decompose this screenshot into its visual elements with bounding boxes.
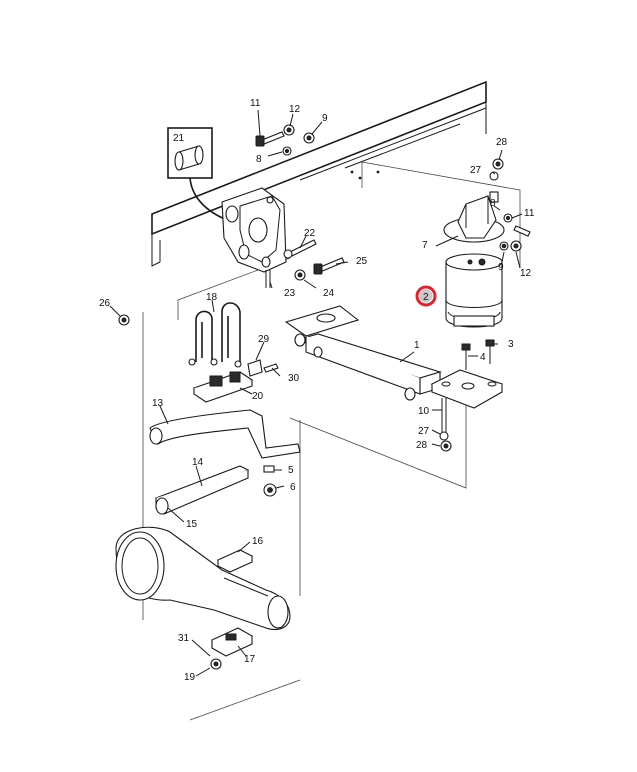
axle-housing: [115, 526, 291, 631]
callout-21: 21: [173, 133, 185, 144]
chassis-frame-rail: [151, 80, 487, 267]
callout-6: 6: [290, 482, 296, 493]
callout-28: 28: [416, 440, 428, 451]
callout-14: 14: [192, 457, 204, 468]
callout-17: 17: [244, 654, 256, 665]
callout-8: 8: [256, 154, 262, 165]
callout-27-top: 27: [470, 165, 482, 176]
callout-10: 10: [418, 406, 430, 417]
callout-23: 23: [284, 288, 296, 299]
callout-7: 7: [422, 240, 428, 251]
leader-lines: [109, 109, 523, 677]
spring-seat: [192, 359, 279, 403]
leaf-spring-14: [155, 465, 250, 515]
callout-22: 22: [304, 228, 316, 239]
callout-1: 1: [414, 340, 420, 351]
callout-30: 30: [288, 373, 300, 384]
leaf-spring-13: [149, 409, 301, 459]
u-bolts: [188, 302, 242, 368]
reference-lines: [142, 161, 521, 721]
callout-2: 2: [423, 292, 429, 303]
callout-19: 19: [184, 672, 196, 683]
callout-26: 26: [99, 298, 111, 309]
callout-labels: 11 12 9 8 21 22 25 24 23 28 27 8 11 7 9 …: [99, 98, 535, 683]
spring-plates: [210, 549, 254, 670]
callout-9-right: 9: [498, 262, 504, 273]
callout-25: 25: [356, 256, 368, 267]
air-spring-upper-bracket: [443, 158, 531, 252]
callout-16: 16: [252, 536, 264, 547]
callout-29: 29: [258, 334, 270, 345]
callout-11-right: 11: [524, 208, 535, 219]
callout-20: 20: [252, 391, 264, 402]
trailing-arm-beam: [284, 305, 504, 409]
callout-12: 12: [289, 104, 301, 115]
callout-2-highlight-ring: [415, 285, 437, 307]
callout-8-right: 8: [490, 198, 496, 209]
callout-9: 9: [322, 113, 328, 124]
callout-31: 31: [178, 633, 190, 644]
nuts-5-6: [263, 465, 277, 497]
callout-13: 13: [152, 398, 164, 409]
callout-3: 3: [508, 339, 514, 350]
callout-24: 24: [323, 288, 335, 299]
nut-26: [118, 314, 130, 326]
spring-hanger-bracket: [221, 187, 287, 288]
callout-15: 15: [186, 519, 198, 530]
callout-18: 18: [206, 292, 218, 303]
hanger-bolts: [255, 124, 315, 156]
callout-11: 11: [250, 98, 261, 109]
air-spring-bellows: [445, 253, 503, 328]
callout-28-top: 28: [496, 137, 508, 148]
callout-27: 27: [418, 426, 430, 437]
beam-bolts: [439, 339, 495, 452]
bracket-bolts: [283, 239, 345, 281]
callout-5: 5: [288, 465, 294, 476]
callout-12-right: 12: [520, 268, 532, 279]
callout-4: 4: [480, 352, 486, 363]
